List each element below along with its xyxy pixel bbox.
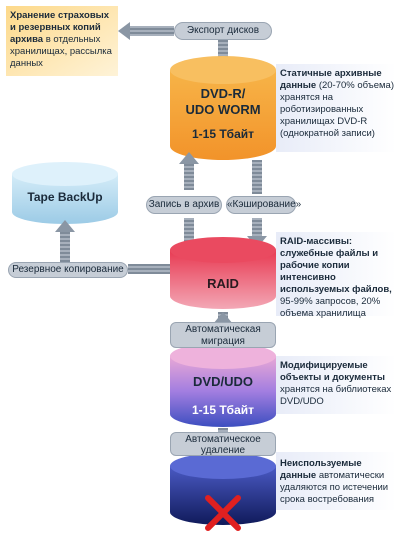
auto-delete-label: Автоматическое удаление: [170, 432, 276, 456]
caching-label: «Кэширование»: [226, 196, 301, 214]
dvdr-drum-label: DVD-R/ UDO WORM 1-15 Тбайт: [170, 86, 276, 142]
raid-drum-label: RAID: [207, 276, 239, 291]
dvdr-desc-bg: [276, 64, 396, 152]
dvdudo-capacity: 1-15 Тбайт: [191, 403, 255, 417]
raid-desc-bg: [276, 232, 396, 316]
dvdudo-drum-label: DVD/UDO 1-15 Тбайт: [170, 374, 276, 418]
raid-desc-bold: RAID-массивы: служебные файлы и рабочие …: [280, 236, 392, 295]
write-archive-shaft-up: [184, 160, 194, 190]
unused-drum-top: [170, 453, 276, 479]
dvdudo-drum-top: [170, 343, 276, 369]
export-arrowhead: [118, 22, 130, 40]
top-note-box: [6, 6, 118, 76]
backup-horizontal-shaft: [128, 264, 172, 274]
write-archive-shaft-low: [184, 218, 194, 242]
unused-desc-normal: автоматически удаляются по истечении сро…: [280, 470, 389, 505]
dvdudo-desc-bg: [276, 356, 396, 414]
backup-up-shaft: [60, 228, 70, 262]
dvdr-line1: DVD-R/: [200, 86, 246, 101]
write-archive-arrowhead: [179, 152, 199, 164]
backup-label: Резервное копирование: [8, 262, 128, 278]
caching-shaft-low: [252, 218, 262, 238]
dvdr-line2: UDO WORM: [185, 102, 261, 117]
tape-backup-label: Tape BackUp: [27, 190, 103, 204]
top-note-bold: Хранение страховых и резервных копий арх…: [10, 10, 110, 45]
dvdudo-drum-body: [170, 356, 276, 427]
unused-drum-body: [170, 466, 276, 525]
backup-arrowhead: [55, 220, 75, 232]
dvdudo-description: Модифицируемые объекты и документы храня…: [280, 360, 394, 408]
dvdr-description: Статичные архивные данные (20-70% объема…: [280, 68, 394, 140]
dvdudo-desc-bold: Модифицируемые объекты и документы: [280, 360, 385, 383]
dvdr-capacity: 1-15 Тбайт: [191, 127, 255, 141]
unused-description: Неиспользуемые данные автоматически удал…: [280, 458, 394, 506]
dvdr-desc-bold: Статичные архивные данные: [280, 68, 382, 91]
dvdr-desc-normal: (20-70% объема) хранятся на роботизирова…: [280, 80, 394, 139]
dvdudo-desc-normal: хранятся на библиотеках DVD/UDO: [280, 384, 392, 407]
top-note-normal: в отдельных хранилищах, рассылка данных: [10, 34, 112, 69]
tape-drum-body: [12, 174, 118, 224]
raid-drum-body: [170, 250, 276, 309]
write-archive-label: Запись в архив: [146, 196, 222, 214]
top-note: Хранение страховых и резервных копий арх…: [10, 10, 116, 70]
auto-migration-label: Автоматическая миграция: [170, 322, 276, 348]
delete-x-icon: [205, 495, 241, 531]
dvdudo-line1: DVD/UDO: [193, 374, 253, 389]
export-arrow-shaft: [128, 26, 174, 36]
export-disks-label: Экспорт дисков: [174, 22, 272, 40]
export-up-shaft: [218, 40, 228, 60]
raid-desc-normal: 95-99% запросов, 20% объема хранилища: [280, 296, 381, 319]
delete-shaft-top: [218, 428, 228, 434]
unused-desc-bold: Неиспользуемые данные: [280, 458, 362, 481]
unused-desc-bg: [276, 452, 396, 510]
raid-description: RAID-массивы: служебные файлы и рабочие …: [280, 236, 396, 320]
dvdr-drum-top: [170, 56, 276, 84]
raid-drum-top: [170, 237, 276, 263]
migration-arrowhead-up: [213, 312, 233, 324]
tape-drum-top: [12, 162, 118, 186]
caching-shaft-up: [252, 160, 262, 194]
dvdr-drum-body: [170, 70, 276, 160]
